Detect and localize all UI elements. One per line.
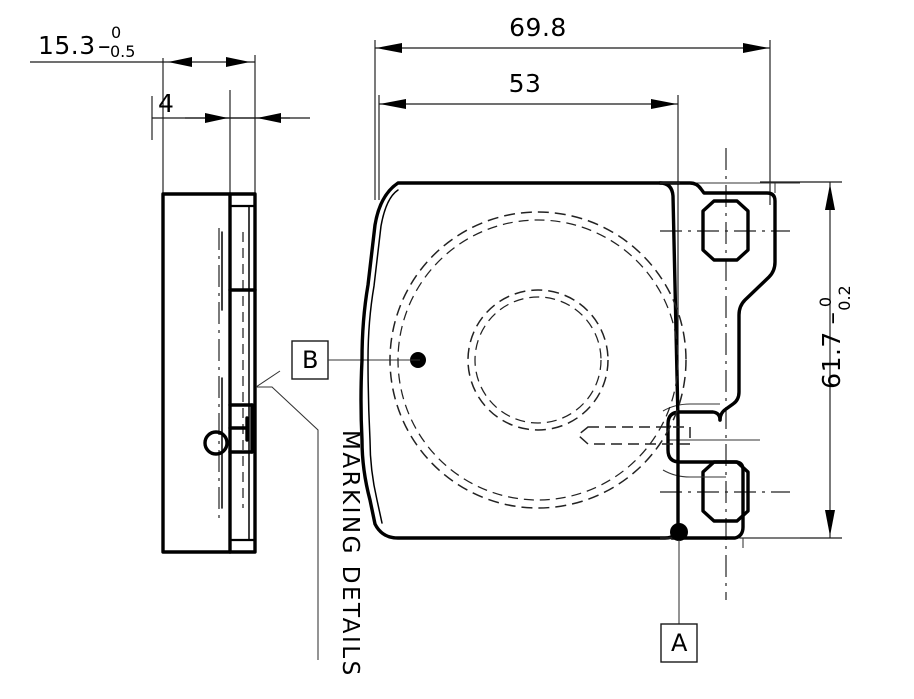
- wear-indicator-slot: [576, 426, 691, 445]
- dimension-53: 53: [379, 69, 678, 109]
- dim-15-3-tol-lower: 0.5: [110, 42, 135, 61]
- side-view-dimension-extension-lines: [30, 55, 310, 196]
- dim-15-3-sign: –: [98, 31, 111, 60]
- datum-a-label: A: [671, 629, 688, 657]
- dim-61-7-tol-lower: 0.2: [835, 285, 854, 310]
- dim-4-nominal: 4: [158, 89, 174, 118]
- dim-69-8-nominal: 69.8: [509, 13, 567, 42]
- dim-61-7-nominal: 61.7: [817, 331, 846, 389]
- dim-53-nominal: 53: [509, 69, 542, 98]
- dim-61-7-sign: –: [817, 312, 846, 325]
- dim-15-3-nominal: 15.3: [38, 31, 96, 60]
- marking-details-leader: [255, 370, 319, 660]
- dim-15-3-tol-upper: 0: [111, 23, 121, 42]
- marking-details-note: MARKING DETAILS: [337, 430, 363, 678]
- side-view-geometry: [161, 192, 257, 554]
- dimension-15-3: [163, 57, 255, 67]
- datum-a-symbol: A: [660, 523, 698, 663]
- front-view-bracket: [658, 181, 777, 548]
- dimension-61-7: 61.7 – 0 0.2: [816, 182, 854, 538]
- dim-61-7-tol-upper: 0: [816, 297, 835, 307]
- front-view-hidden-circles: [389, 211, 687, 509]
- datum-b-label: B: [302, 346, 318, 374]
- dimension-69-8: 69.8: [375, 13, 770, 53]
- front-view-top-dimension-extensions: [374, 40, 771, 420]
- dimension-4: [185, 113, 290, 123]
- front-view-centerlines: [350, 148, 800, 600]
- dimension-15-3-text: 15.3 – 0 0.5: [38, 23, 135, 61]
